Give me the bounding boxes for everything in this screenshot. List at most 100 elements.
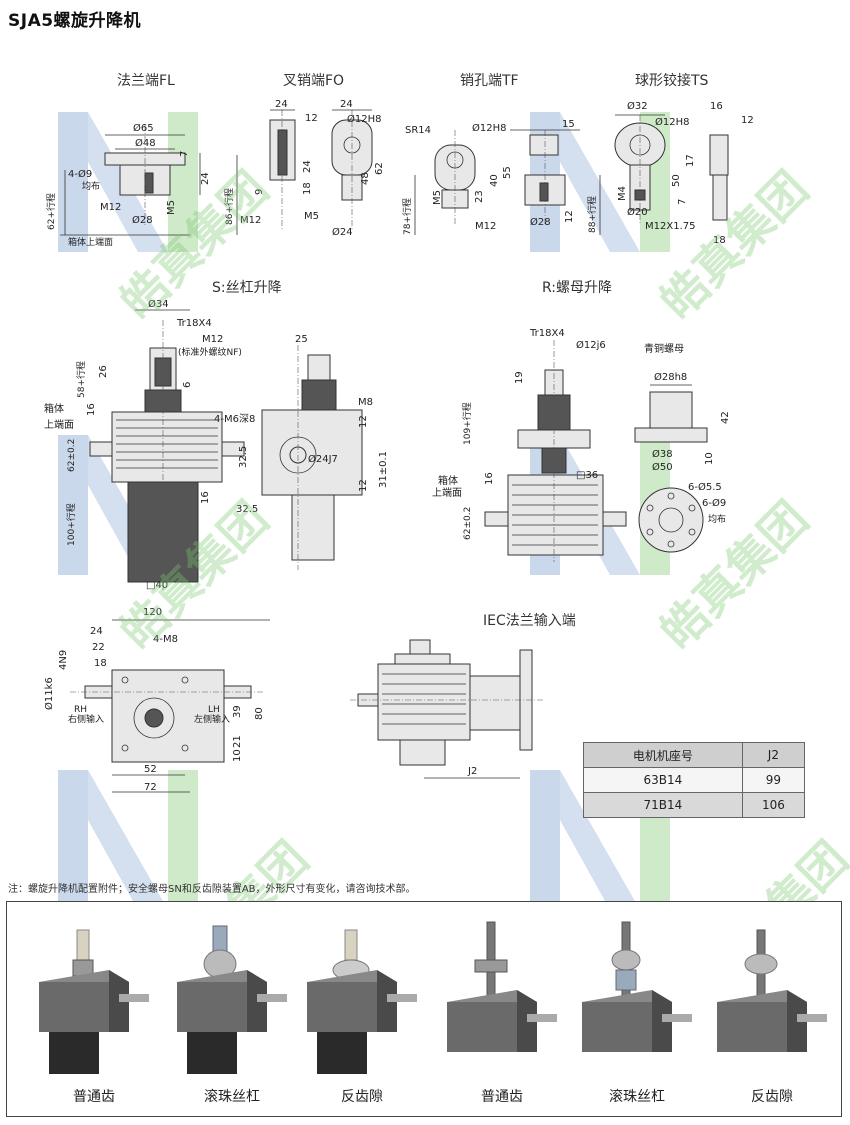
dim-fo-18: 18 [302,182,313,195]
dim-fl-d65: Ø65 [133,122,154,134]
dim-fo-9: 9 [254,189,265,195]
dim-fl-stroke: 62+行程 [45,193,57,230]
dim-fl-m12: M12 [100,202,121,213]
dim-ts-50: 50 [671,174,682,187]
dim-b-72: 72 [144,782,157,793]
dim-b-d11: Ø11k6 [43,677,55,710]
dim-s-d24j7: Ø24J7 [308,453,338,465]
table-cell: 71B14 [583,792,743,818]
dim-s-62: 62±0.2 [67,439,77,472]
product-anti-backlash-nut: 反齿隙 [707,902,837,1116]
dim-tf-m12: M12 [475,221,496,232]
dim-b-80: 80 [254,707,265,720]
dim-tf-d28: Ø28 [530,216,551,228]
dim-b-10: 10 [232,749,243,762]
dim-b-18: 18 [94,658,107,669]
dim-iec-j2: J2 [467,766,477,777]
product-standard-nut: 普通齿 [437,902,567,1116]
heading-flange-end: 法兰端FL [117,73,175,89]
product-image [447,921,557,1052]
dim-ts-16: 16 [710,101,723,112]
dim-b-120: 120 [143,607,162,618]
dim-s-h325: 32.5 [236,504,258,515]
drawing-fork-end: 24 24 12 Ø12H8 24 18 9 48 62 86+行程 M12 M… [223,99,385,238]
drawing-pin-hole-end: SR14 Ø12H8 15 23 40 55 M5 78+行程 M12 Ø28 … [401,119,580,235]
dim-tf-55: 55 [502,166,513,179]
dim-fo-stroke: 86+行程 [223,188,235,225]
dim-s-tr: Tr18X4 [176,318,212,329]
housing-fins [116,419,218,469]
dim-r-62: 62±0.2 [463,507,473,540]
drawing-nut-lift: Tr18X4 Ø12j6 19 109+行程 □36 16 箱体 上端面 62±… [432,328,731,562]
nut-housing-fins [512,484,598,546]
product-caption: 反齿隙 [751,1089,793,1105]
dim-fo-24b: 24 [340,99,353,110]
dim-s-housing2: 上端面 [44,418,74,431]
dim-s-31: 31±0.1 [378,451,389,488]
drawing-screw-lift: Ø34 Tr18X4 M12 (标准外螺纹NF) 26 6 58+行程 16 箱… [44,298,389,591]
dim-fo-24: 24 [302,160,313,173]
dim-r-tr: Tr18X4 [529,328,565,339]
product-caption: 滚珠丝杠 [204,1089,260,1105]
product-ball-screw-nut: 滚珠丝杠 [572,902,702,1116]
motor-frame-table: 电机机座号 J2 63B14 99 71B14 106 [583,742,806,818]
dim-r-d28h8: Ø28h8 [654,371,687,383]
product-caption: 普通齿 [481,1089,523,1105]
dim-fo-m5: M5 [304,211,319,222]
dim-s-stroke100: 100+行程 [65,503,77,546]
dim-r-h55: 6-Ø5.5 [688,481,722,493]
dim-s-m6: 4-M6深8 [214,413,255,425]
product-caption: 普通齿 [73,1089,115,1105]
drawing-ball-joint: Ø32 Ø12H8 16 12 17 50 M4 88+行程 Ø20 7 M12… [586,100,754,246]
dim-r-d38: Ø38 [652,448,673,460]
dim-s-m12: M12 [202,334,223,345]
dim-fl-24: 24 [200,172,211,185]
dim-r-housing2: 上端面 [432,486,462,499]
dim-tf-m5: M5 [432,190,443,205]
product-photo-strip: 普通齿 滚珠丝杠 反齿隙 [6,901,842,1117]
product-caption: 滚珠丝杠 [609,1089,665,1105]
dim-fl-m5: M5 [166,200,177,215]
dim-fl-d28: Ø28 [132,214,153,226]
dim-r-sq36: □36 [576,470,598,481]
dim-fl-holes: 4-Ø9 [68,168,92,180]
dim-s-d34: Ø34 [148,298,169,310]
dim-r-10: 10 [704,452,715,465]
dim-b-m8: 4-M8 [153,634,178,645]
dim-tf-40: 40 [489,174,500,187]
table-header-row: 电机机座号 J2 [583,742,806,768]
heading-screw-lift: S:丝杠升降 [212,280,282,296]
dim-s-26: 26 [98,365,109,378]
dim-s-325: 32.5 [238,446,249,468]
dim-ts-d12h8: Ø12H8 [655,116,689,128]
dim-tf-12: 12 [564,210,575,223]
dim-ts-18: 18 [713,235,726,246]
dim-b-lh-label: 左侧输入 [194,713,230,725]
dim-s-m8: M8 [358,397,373,408]
dim-b-39: 39 [232,705,243,718]
dim-r-nut-label: 青铜螺母 [644,342,684,355]
table-header-frame: 电机机座号 [583,742,743,768]
dim-r-housing: 箱体 [438,474,458,487]
dim-b-22: 22 [92,642,105,653]
dim-fl-housing-top: 箱体上端面 [68,236,113,248]
dim-tf-sr14: SR14 [405,125,431,136]
dim-b-rh-label: 右侧输入 [68,713,104,725]
heading-nut-lift: R:螺母升降 [542,280,613,296]
dim-r-16: 16 [484,472,495,485]
heading-iec-flange: IEC法兰输入端 [483,613,576,629]
page-title: SJA5螺旋升降机 [8,11,142,31]
dim-r-19: 19 [514,371,525,384]
dim-fo-m12: M12 [240,215,261,226]
product-image [39,929,149,1074]
dim-b-21: 21 [232,735,243,748]
dim-b-lh: LH [208,705,220,715]
dim-ts-m12x175: M12X1.75 [645,221,695,232]
dim-fo-12: 12 [305,113,318,124]
dim-tf-23: 23 [474,190,485,203]
product-anti-backlash: 反齿隙 [297,902,427,1116]
product-image [582,921,692,1052]
dim-fl-7: 7 [179,151,190,157]
heading-pin-hole-end: 销孔端TF [460,73,519,89]
dim-s-sq40: □40 [146,580,168,591]
